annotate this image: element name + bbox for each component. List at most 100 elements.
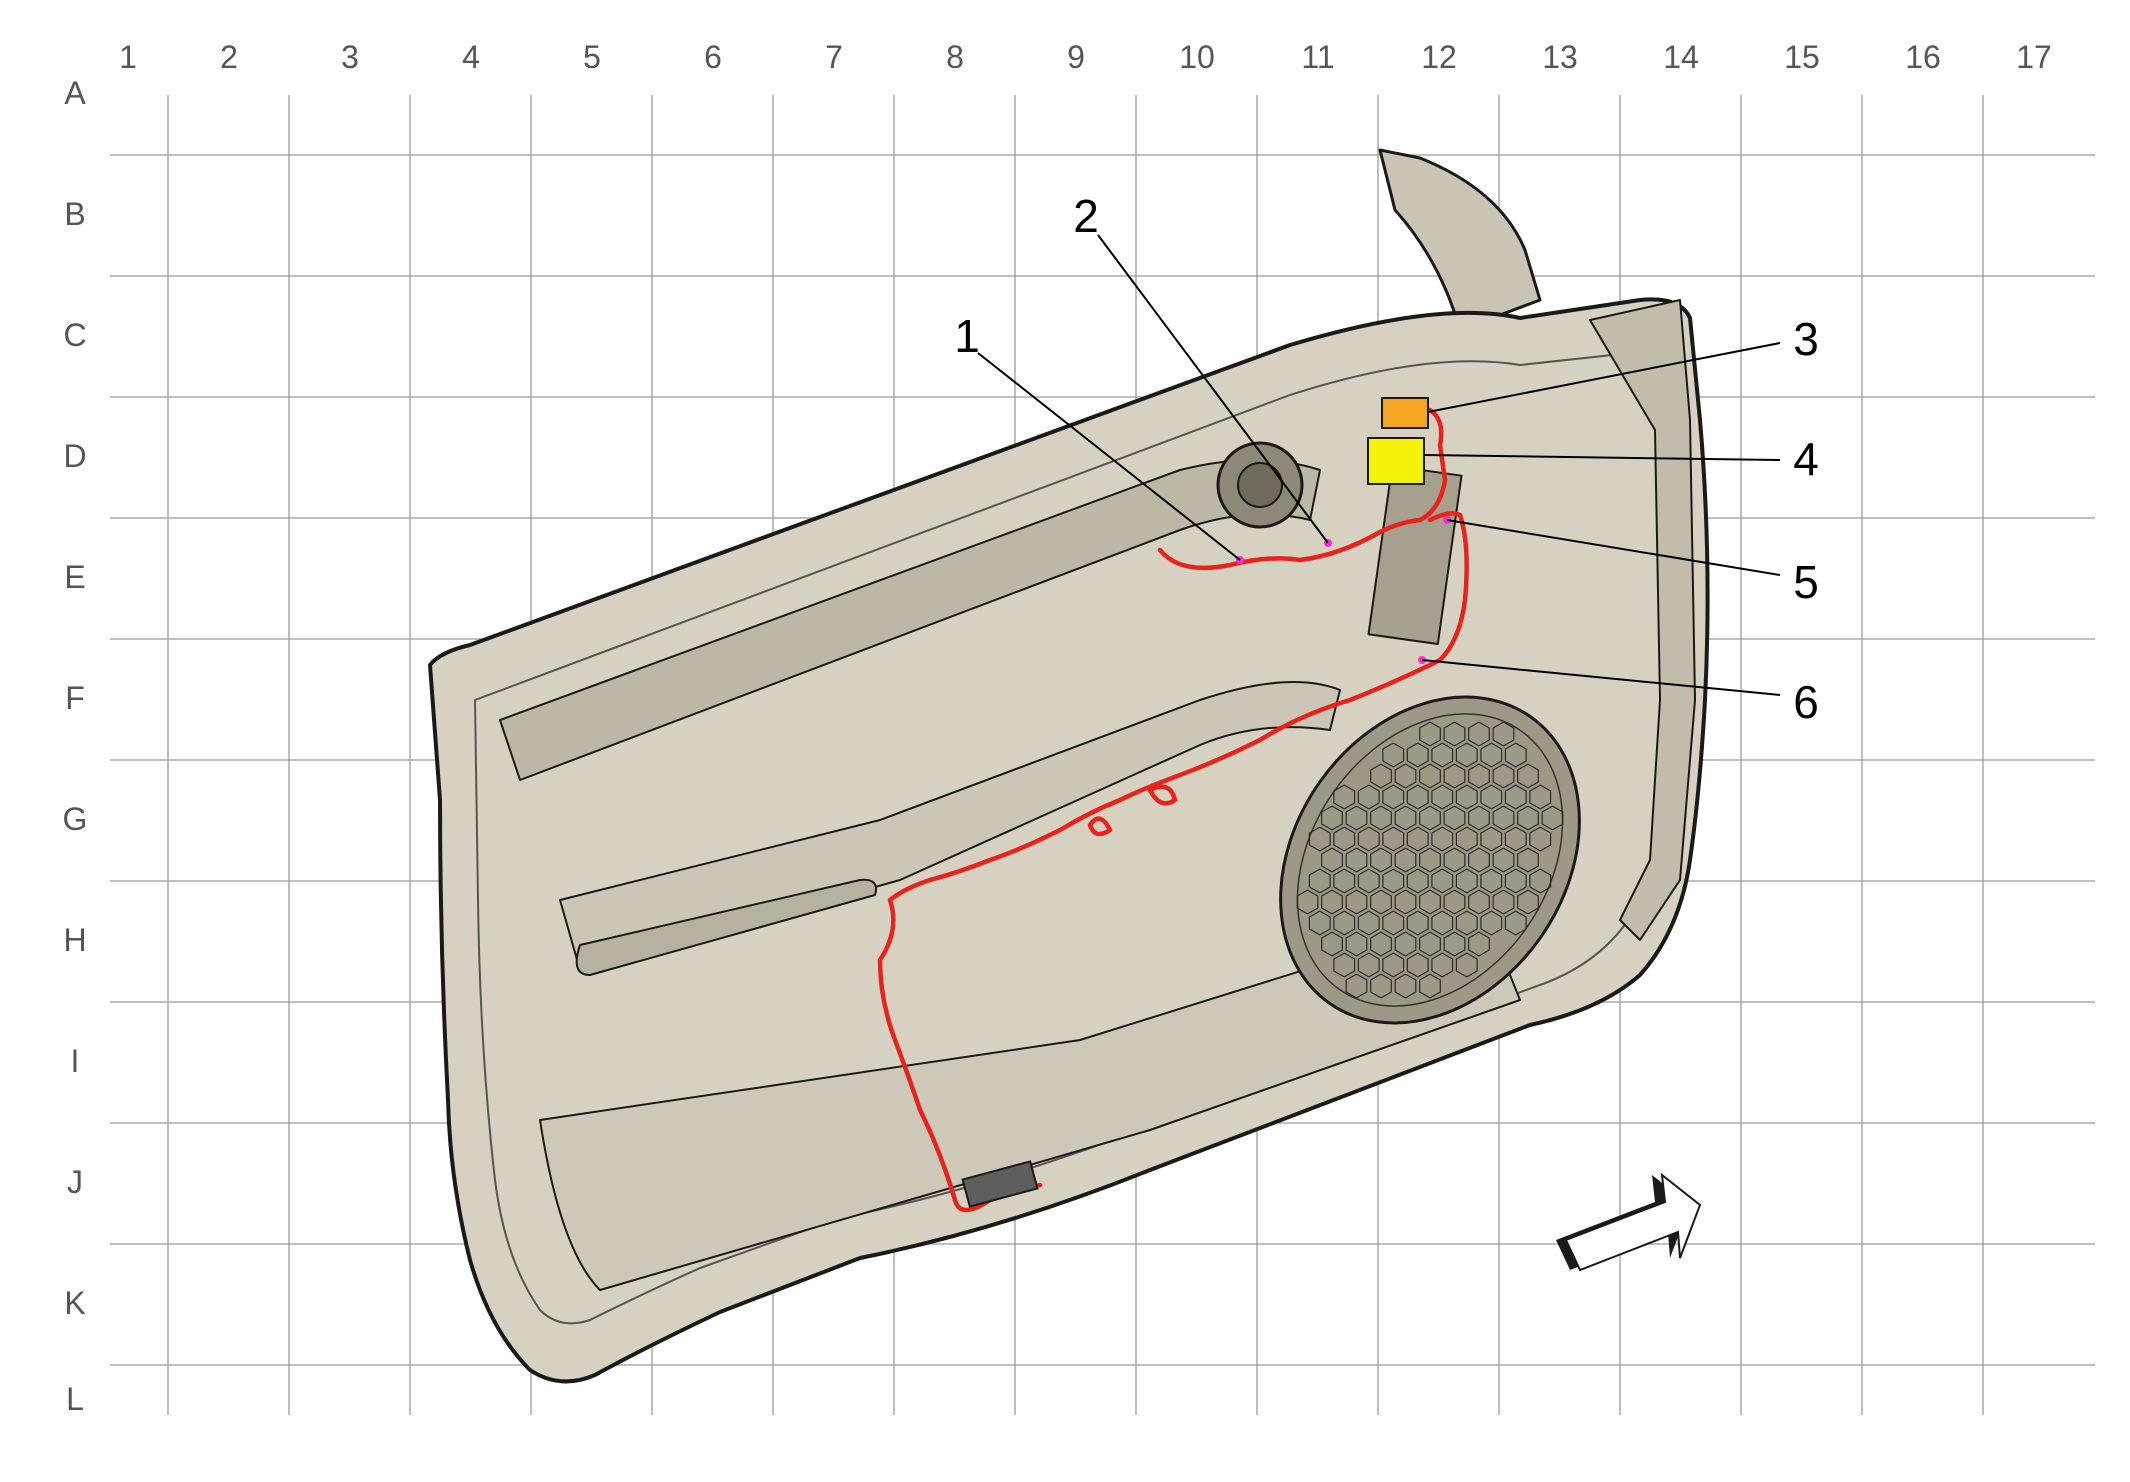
grille-hole [1419,931,1441,957]
grille-hole [1541,805,1564,831]
grille-hole [1345,805,1368,831]
callout-label-3: 3 [1793,313,1819,365]
grille-hole [1504,742,1527,768]
grille-hole [1394,889,1417,915]
grid-col-label: 2 [220,39,238,75]
grille-hole [1357,952,1380,978]
grille-hole [1517,763,1539,789]
grille-hole [1394,805,1417,831]
grille-hole [1504,826,1527,852]
grille-hole [1480,910,1503,936]
harness-main-run [877,657,1443,1203]
grille-hole [1357,868,1380,894]
grille-hole [1321,889,1343,915]
grille-hole [1504,910,1527,936]
grid-col-label: 12 [1421,39,1457,75]
grille-hole [1431,784,1454,810]
wiring-harness [877,407,1469,1213]
grille-hole [1370,805,1392,831]
grille-hole [1406,868,1429,894]
grille-hole [1468,847,1490,873]
grille-hole [1492,763,1515,789]
front-edge-strip [1589,299,1696,941]
grid-col-label: 5 [583,39,601,75]
callout-label-4: 4 [1793,433,1819,485]
grille-hole [1333,910,1356,936]
connector-yellow [1367,437,1425,485]
grille-hole [1455,784,1478,810]
grid-column-labels: 1 2 3 4 5 6 7 8 9 10 11 12 13 14 15 16 1… [119,39,2052,75]
harness-clip-loop [1147,784,1178,806]
grille-hole [1492,721,1515,747]
grille-hole [1321,805,1343,831]
grille-hole [1382,952,1405,978]
grille-hole [1468,931,1490,957]
grille-hole [1443,805,1466,831]
grille-hole [1308,910,1331,936]
grid-col-label: 4 [462,39,480,75]
grille-hole [1492,847,1515,873]
grille-hole [1333,868,1356,894]
grid-col-label: 9 [1067,39,1085,75]
grid-row-label: I [71,1043,80,1079]
grille-hole [1529,868,1552,894]
grille-hole [1370,889,1392,915]
grille-hole [1529,826,1552,852]
grille-hole [1406,910,1429,936]
door-trim-panel [428,148,1710,1384]
grille-hole [1333,952,1356,978]
speaker-grille-holes [1296,721,1564,999]
grille-hole [1419,847,1441,873]
grid-row-label: F [65,680,85,716]
leader-lines [977,234,1781,696]
grid-row-labels: A B C D E F G H I J K L [63,75,88,1417]
grille-hole [1370,847,1392,873]
grille-hole [1517,889,1539,915]
grille-hole [1419,721,1441,747]
grille-hole [1382,742,1405,768]
grille-hole [1357,784,1380,810]
grille-hole [1468,889,1490,915]
grille-hole [1419,763,1441,789]
grid-col-label: 11 [1301,39,1334,75]
grille-hole [1431,868,1454,894]
grid-row-label: L [66,1381,84,1417]
grille-hole [1480,742,1503,768]
grille-hole [1517,847,1539,873]
grille-hole [1370,973,1392,999]
harness-loop [1427,511,1469,663]
grille-hole [1455,910,1478,936]
grille-hole [1468,721,1490,747]
callout-label-2: 2 [1073,190,1099,242]
connectors [961,397,1429,1208]
grid-col-label: 7 [825,39,843,75]
front-direction-arrow-icon [1556,1172,1702,1272]
grille-hole [1345,931,1368,957]
grille-hole [1443,763,1466,789]
grille-hole [1529,784,1552,810]
grille-hole [1504,784,1527,810]
grid-col-label: 1 [119,39,137,75]
grille-hole [1517,805,1539,831]
grid-col-label: 16 [1905,39,1941,75]
grille-hole [1431,742,1454,768]
grille-hole [1308,826,1331,852]
grille-hole [1455,868,1478,894]
callout-label-1: 1 [954,310,980,362]
grid-col-label: 13 [1542,39,1578,75]
grid-row-label: G [63,801,88,837]
grille-hole [1492,805,1515,831]
grille-hole [1419,889,1441,915]
grille-hole [1321,847,1343,873]
speaker-tweeter-inner [1237,462,1283,508]
leader-line-1 [977,352,1241,561]
grille-hole [1345,973,1368,999]
grille-hole [1357,910,1380,936]
grille-hole [1370,763,1392,789]
grille-hole [1345,847,1368,873]
grille-hole [1406,742,1429,768]
pull-handle [575,878,877,976]
grille-hole [1382,910,1405,936]
grid-row-label: C [63,317,86,353]
